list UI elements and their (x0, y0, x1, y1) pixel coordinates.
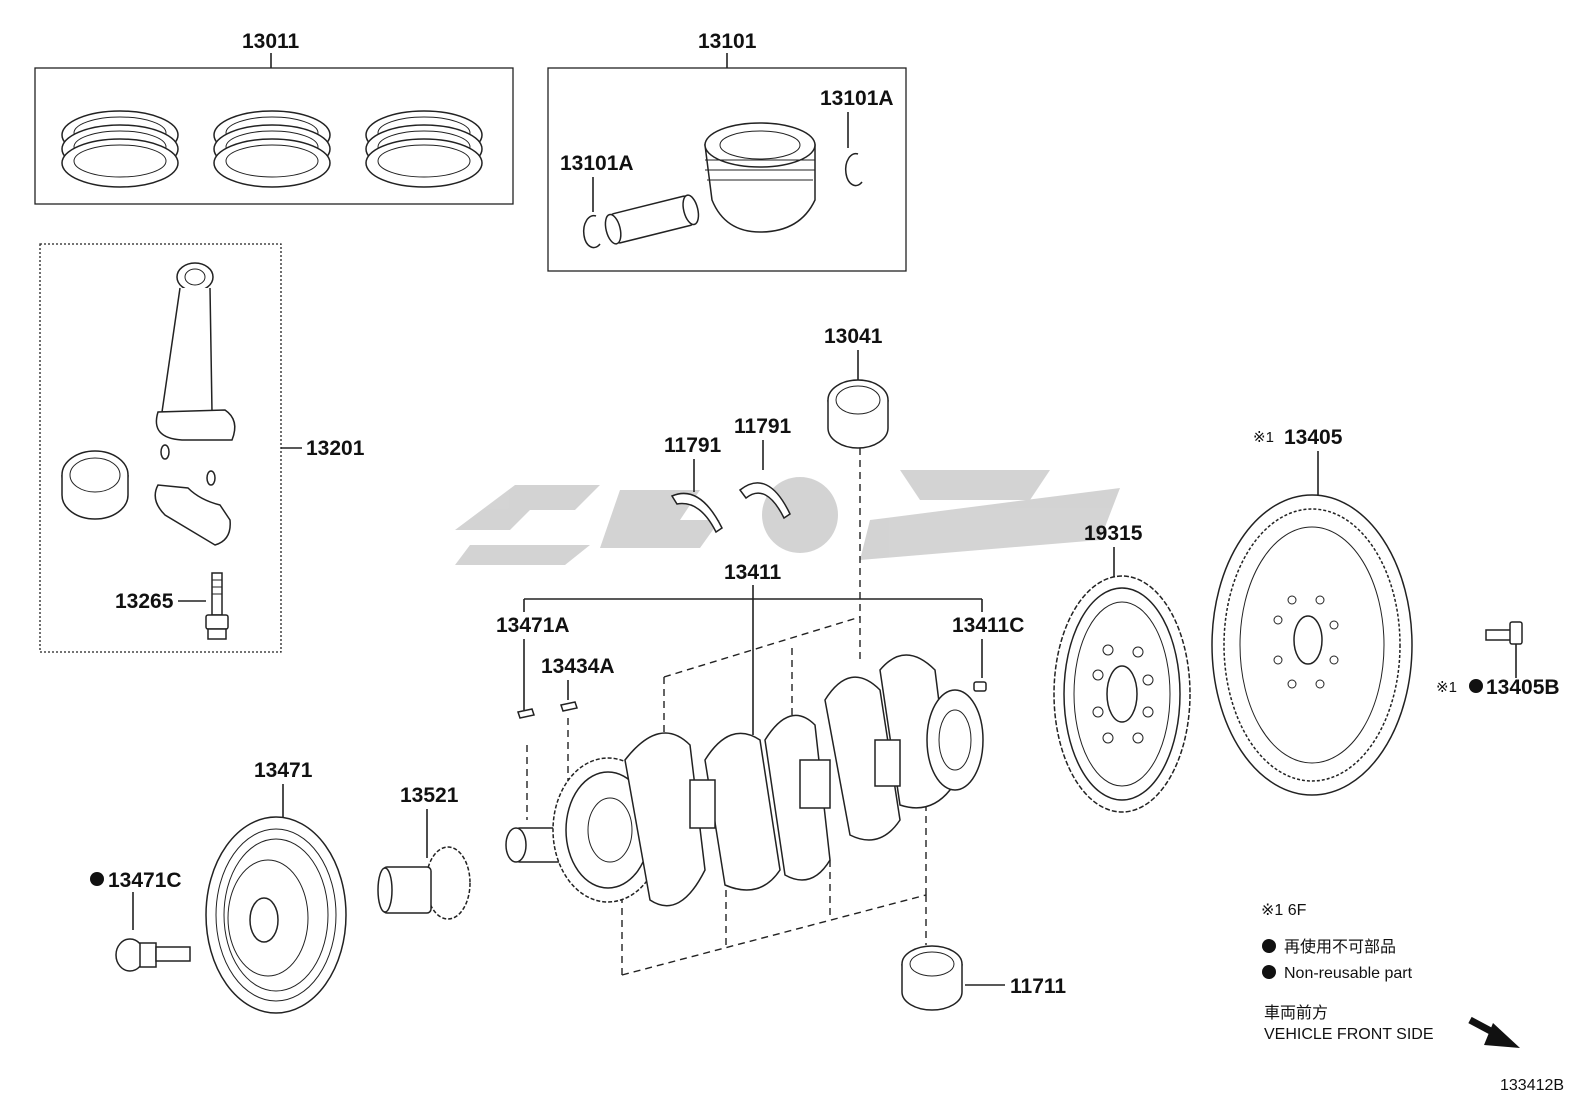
connecting-rod (61, 262, 236, 546)
label-13405-mark: ※1 (1253, 429, 1274, 446)
label-13041: 13041 (824, 325, 883, 348)
front-arrow-icon (1468, 1016, 1520, 1048)
watermark-logo (455, 470, 1120, 565)
legend-note: ※1 6F (1261, 902, 1307, 919)
drive-plate (1053, 575, 1191, 813)
label-11791-left: 11791 (664, 434, 722, 457)
legend-nonreusable-jp: 再使用不可部品 (1284, 938, 1396, 956)
conrod-bolt (205, 572, 229, 640)
label-13405B-mark: ※1 (1436, 679, 1457, 696)
diagram-id: 133412B (1500, 1077, 1564, 1094)
label-13405: 13405 (1284, 426, 1343, 449)
label-13101A-left: 13101A (560, 152, 634, 175)
bearing-11711 (901, 945, 963, 1011)
label-13471A: 13471A (496, 614, 570, 637)
label-13411: 13411 (724, 561, 782, 584)
nonreusable-dot-icon (1262, 965, 1276, 979)
nonreusable-dot-icon (1469, 679, 1483, 693)
ring-set-box (34, 67, 514, 205)
legend-front-jp: 車両前方 (1264, 1004, 1328, 1022)
legend-front-en: VEHICLE FRONT SIDE (1264, 1026, 1434, 1043)
pulley-bolt (115, 938, 191, 972)
label-13411C: 13411C (952, 614, 1024, 637)
label-11711: 11711 (1010, 975, 1066, 998)
label-13405B: 13405B (1486, 676, 1560, 699)
timing-sprocket (377, 846, 471, 920)
piston-box (547, 67, 907, 272)
flywheel-bolt (1485, 621, 1523, 678)
label-13101: 13101 (698, 30, 757, 53)
nonreusable-dot-icon (90, 872, 104, 886)
piston-rings (61, 110, 483, 188)
legend-nonreusable-en: Non-reusable part (1284, 965, 1413, 982)
label-13471C: 13471C (108, 869, 182, 892)
label-19315: 19315 (1084, 522, 1143, 545)
flywheel (1211, 494, 1413, 796)
label-13101A-right: 13101A (820, 87, 894, 110)
nonreusable-dot-icon (1262, 939, 1276, 953)
label-13471: 13471 (254, 759, 313, 782)
label-13265: 13265 (115, 590, 174, 613)
label-13434A: 13434A (541, 655, 615, 678)
bearing-13041 (827, 379, 889, 449)
crank-pulley (205, 816, 347, 1014)
piston-assembly (582, 122, 863, 249)
crankshaft (505, 616, 987, 976)
label-13011: 13011 (242, 30, 300, 53)
label-13201: 13201 (306, 437, 365, 460)
thrust-washers (670, 482, 791, 534)
label-11791-right: 11791 (734, 415, 792, 438)
label-13521: 13521 (400, 784, 459, 807)
